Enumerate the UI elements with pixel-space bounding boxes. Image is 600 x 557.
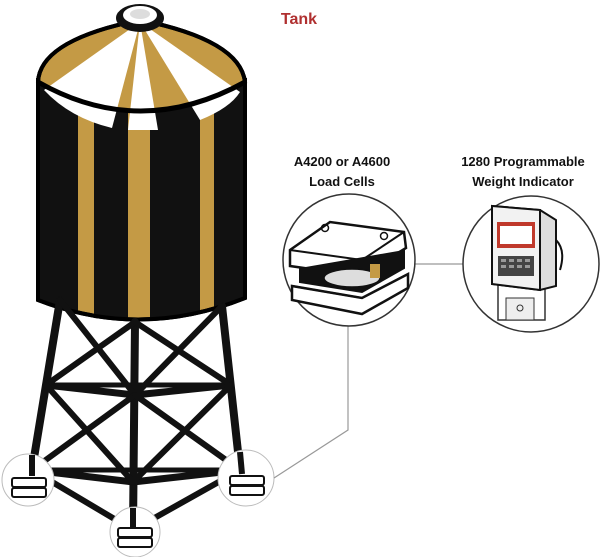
load-cells-label: A4200 or A4600 Load Cells [262,152,422,192]
weight-indicator-label: 1280 Programmable Weight Indicator [446,152,600,192]
load-cells-label-line1: A4200 or A4600 [293,154,391,169]
tank-illustration [35,4,248,322]
weight-indicator-callout [462,195,600,333]
tower-frame [28,296,244,534]
tank-label: Tank [280,11,318,28]
callout-lines [273,263,464,479]
weight-indicator-label-line1: 1280 Programmable [461,154,585,169]
load-cells-label-line2: Load Cells [309,174,375,189]
weight-indicator-label-line2: Weight Indicator [472,174,574,189]
load-cell-callout [282,193,416,327]
foot-load-cell-center [109,506,161,557]
foot-load-cell-left [1,453,55,507]
foot-load-cell-right [217,449,275,507]
